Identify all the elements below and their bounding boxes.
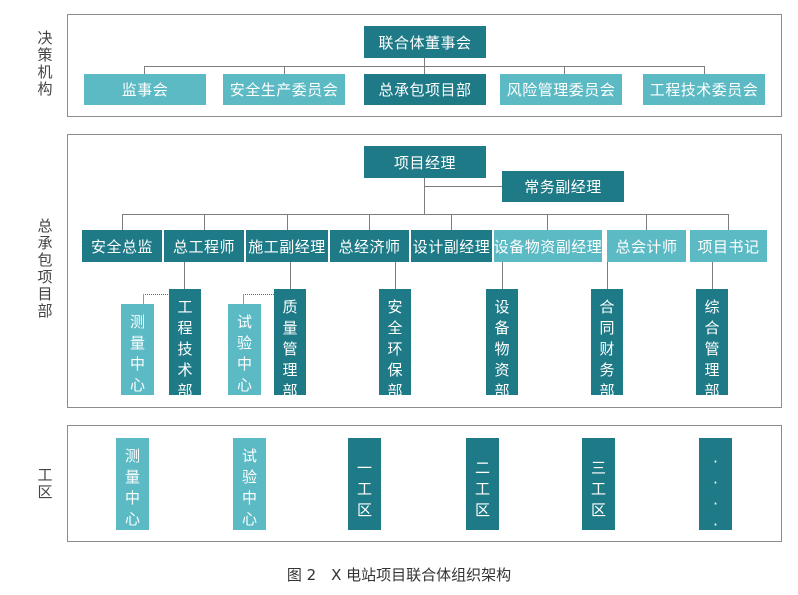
section-label-workzone: 工区 (37, 466, 53, 501)
connector (290, 262, 291, 289)
dotted-connector (243, 294, 274, 295)
connector (395, 262, 396, 289)
connector (424, 58, 425, 66)
connector (287, 214, 288, 230)
dept-general-admin: 综合管理部 (696, 289, 728, 400)
dept-engineering: 工程技术部 (169, 289, 201, 400)
connector (243, 294, 244, 304)
dept-contract-finance: 合同财务部 (591, 289, 623, 400)
connector (712, 262, 713, 289)
role-chief-accountant: 总会计师 (607, 230, 686, 262)
role-party-secretary: 项目书记 (690, 230, 767, 262)
connector (424, 186, 502, 187)
board-child-risk-committee: 风险管理委员会 (500, 74, 622, 105)
role-safety-director: 安全总监 (82, 230, 162, 262)
connector (122, 214, 729, 215)
workzone-survey-center: 测量中心 (116, 438, 149, 530)
connector (143, 294, 144, 304)
connector (144, 66, 145, 74)
deputy-manager-node: 常务副经理 (502, 171, 624, 202)
connector (704, 66, 705, 74)
connector (184, 262, 185, 289)
workzone-3: 三工区 (582, 438, 615, 530)
workzone-more: ······ (699, 438, 732, 576)
connector (547, 214, 548, 230)
connector (564, 66, 565, 74)
connector (369, 214, 370, 230)
board-child-supervisory: 监事会 (84, 74, 206, 105)
project-manager-node: 项目经理 (364, 146, 486, 178)
dept-equipment: 设备物资部 (486, 289, 518, 400)
connector (424, 178, 425, 214)
dept-safety-env: 安全环保部 (379, 289, 411, 400)
role-chief-engineer: 总工程师 (164, 230, 244, 262)
section-label-decision: 决策机构 (37, 29, 53, 98)
board-node: 联合体董事会 (364, 26, 486, 58)
figure-caption: 图 2 X 电站项目联合体组织架构 (286, 566, 512, 584)
connector (502, 262, 503, 289)
role-chief-economist: 总经济师 (330, 230, 409, 262)
connector (284, 66, 285, 74)
workzone-1: 一工区 (348, 438, 381, 530)
dept-test-center: 试验中心 (228, 304, 261, 395)
workzone-panel (67, 425, 782, 542)
board-child-tech-committee: 工程技术委员会 (643, 74, 765, 105)
workzone-2: 二工区 (466, 438, 499, 530)
board-child-safety-committee: 安全生产委员会 (223, 74, 345, 105)
connector (122, 214, 123, 230)
dept-quality: 质量管理部 (274, 289, 306, 400)
connector (728, 214, 729, 230)
connector (204, 214, 205, 230)
connector (607, 262, 608, 289)
role-design-deputy: 设计副经理 (411, 230, 492, 262)
connector (451, 214, 452, 230)
connector (646, 214, 647, 230)
board-child-project-dept: 总承包项目部 (364, 74, 486, 105)
dotted-connector (143, 294, 170, 295)
role-equipment-deputy: 设备物资副经理 (494, 230, 602, 262)
connector (424, 66, 425, 74)
role-construction-deputy: 施工副经理 (246, 230, 328, 262)
workzone-test-center: 试验中心 (233, 438, 266, 530)
dept-survey-center: 测量中心 (121, 304, 154, 395)
section-label-project: 总承包项目部 (37, 217, 53, 320)
